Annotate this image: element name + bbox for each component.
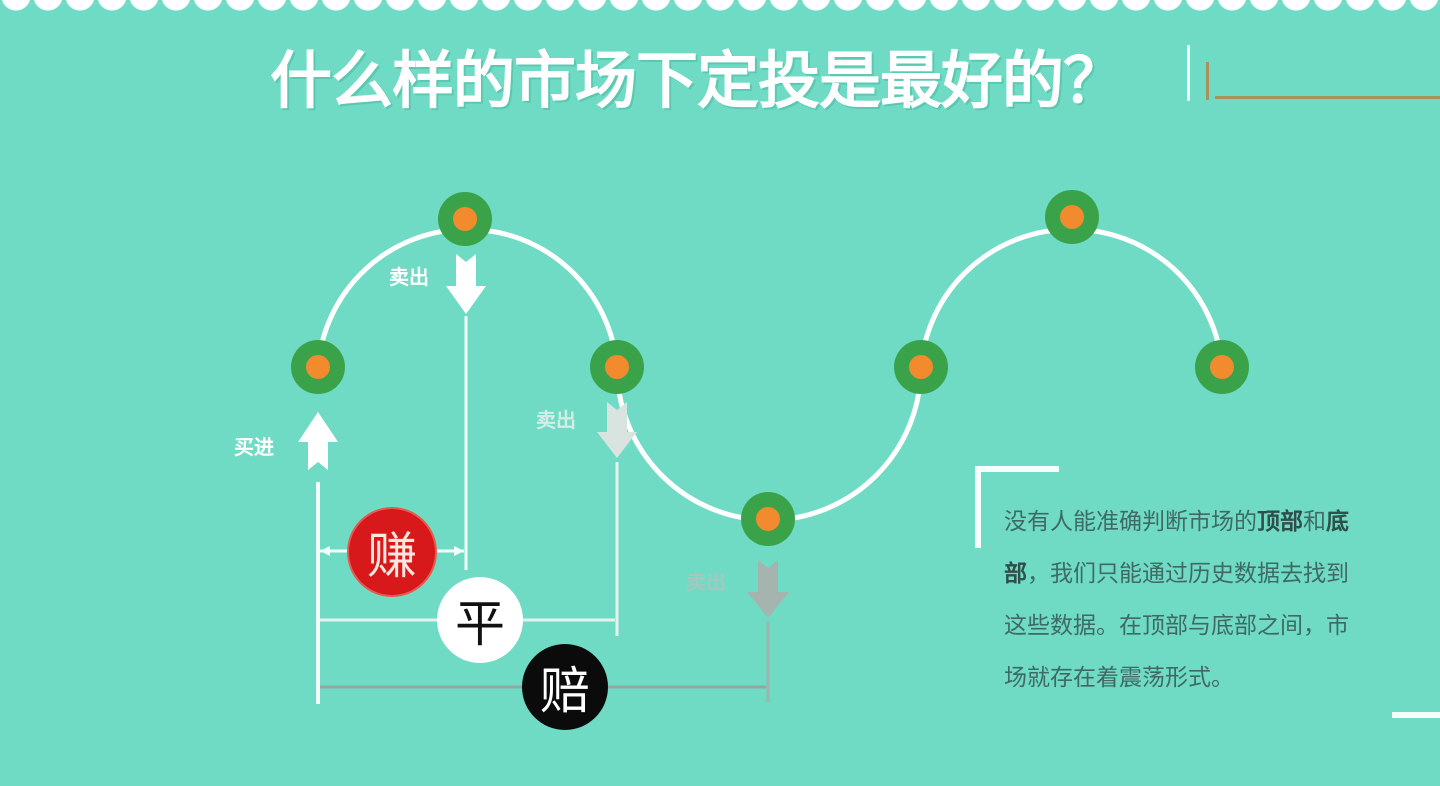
- sell-label-1: 卖出: [389, 265, 429, 289]
- note-corner-accent: [1392, 712, 1440, 718]
- arrow-up-icon: [298, 412, 338, 470]
- wave-node: [590, 340, 644, 394]
- wave-node: [1195, 340, 1249, 394]
- wave-node: [741, 492, 795, 546]
- wave-curve: [315, 226, 1225, 523]
- note-line-2: 部，我们只能通过历史数据去找到: [1004, 561, 1349, 587]
- note-line-4: 场就存在着震荡形式。: [1004, 665, 1234, 691]
- scalloped-top-border: [0, 0, 1440, 12]
- arrow-down-icon: [747, 560, 789, 618]
- note-corner-bracket: [975, 466, 1059, 548]
- title-divider: [1187, 45, 1190, 101]
- sell-label-2: 卖出: [536, 408, 576, 432]
- wave-node: [291, 340, 345, 394]
- sell-label-3: 卖出: [686, 570, 726, 594]
- even-badge: 平: [437, 577, 523, 663]
- loss-badge: 赔: [522, 644, 608, 730]
- wave-node: [1045, 190, 1099, 244]
- wave-node: [894, 340, 948, 394]
- note-line-1: 没有人能准确判断市场的顶部和底: [1004, 509, 1349, 535]
- note-line-3: 这些数据。在顶部与底部之间，市: [1004, 613, 1349, 639]
- arrow-down-icon: [597, 402, 637, 458]
- page-title: 什么样的市场下定投是最好的？: [270, 44, 1125, 117]
- buy-label: 买进: [234, 435, 274, 459]
- earn-badge: 赚: [349, 509, 435, 595]
- wave-node: [438, 192, 492, 246]
- gold-accent-horizontal: [1215, 96, 1440, 99]
- gold-accent-vertical: [1206, 62, 1209, 100]
- arrow-down-icon: [446, 254, 486, 314]
- explanation-note: 没有人能准确判断市场的顶部和底 部，我们只能通过历史数据去找到 这些数据。在顶部…: [1004, 496, 1440, 704]
